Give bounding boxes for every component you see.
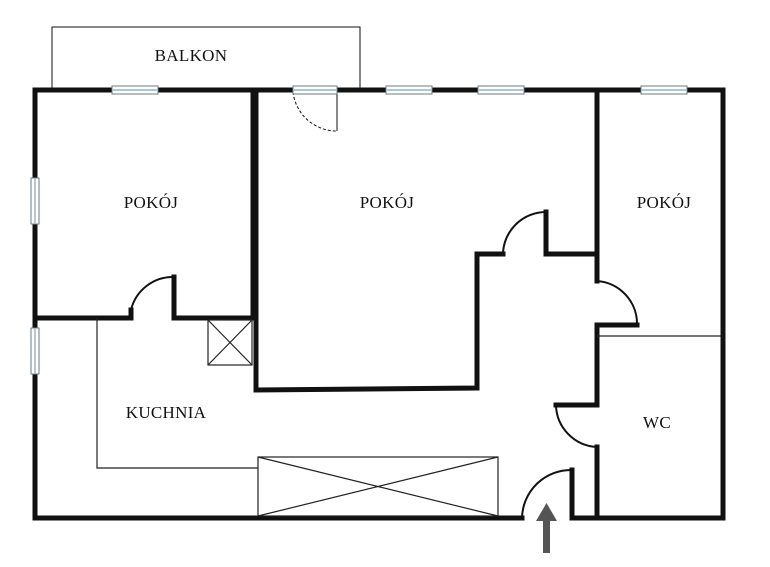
window-left-2 [30,327,40,375]
bathroom-label: WC [643,413,671,432]
window-top-5 [640,85,688,95]
doors [130,91,639,519]
room-left-label: POKÓJ [124,193,178,212]
balcony-area [51,26,361,88]
room-center-label: POKÓJ [360,193,414,212]
window-left-1 [30,177,40,225]
ventilation-shaft [207,319,253,366]
entrance-arrow [536,503,557,553]
interior-walls [34,89,721,521]
outer-walls [32,87,726,521]
kitchen-counter [96,318,499,517]
window-top-4 [477,85,525,95]
window-top-1 [111,85,159,95]
room-right-label: POKÓJ [637,193,691,212]
kitchen-label: KUCHNIA [126,403,207,422]
window-top-2 [292,85,338,95]
windows [30,85,688,375]
window-top-3 [385,85,433,95]
balcony-label: BALKON [155,46,228,65]
